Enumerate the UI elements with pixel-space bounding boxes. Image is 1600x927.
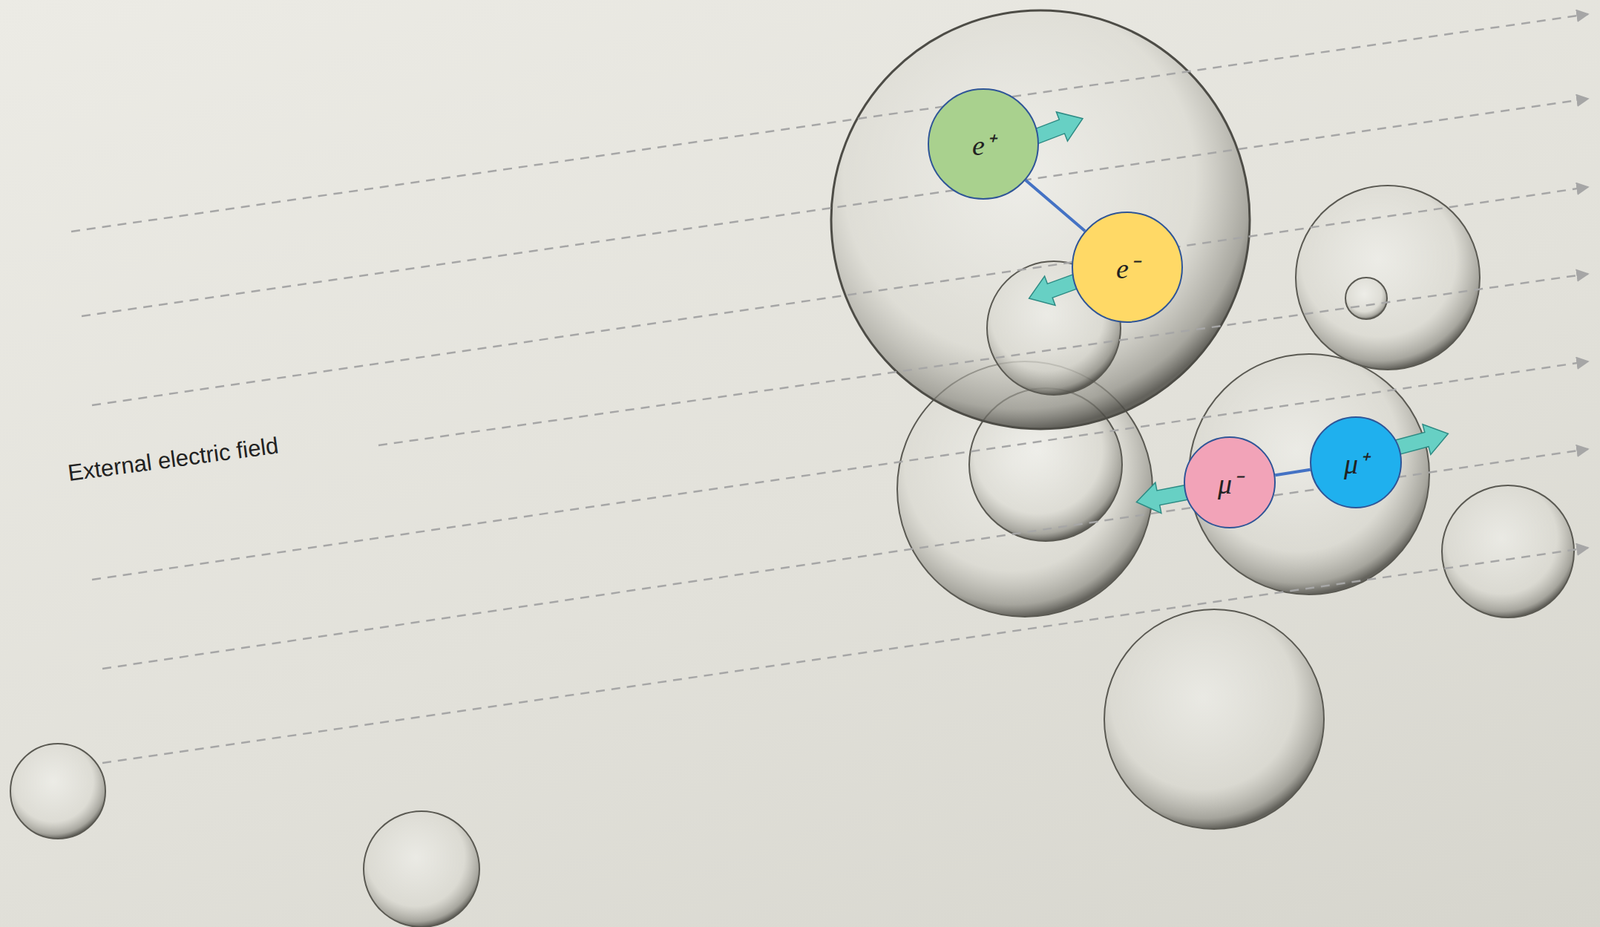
field-line [92,187,1589,406]
particle-symbol: e⁺ [972,124,995,164]
field-label: External electric field [66,431,280,487]
bubble [1104,609,1324,829]
positron-circle: e⁺ [927,88,1039,200]
electron-circle: e⁻ [1071,211,1183,323]
particle-symbol: μ⁻ [1217,463,1242,502]
bubble [1345,277,1388,320]
particle-symbol: μ⁺ [1343,443,1368,482]
field-line [378,273,1589,446]
field-line [71,14,1589,232]
bubble [1295,185,1480,370]
bond-line [1025,180,1085,231]
field-line [92,361,1589,580]
bubble [831,10,1250,429]
bubble [363,811,480,927]
particle-symbol: e⁻ [1116,247,1139,287]
bubble [10,743,106,839]
antimuon-circle: μ⁻ [1183,436,1276,529]
bond-line [1274,469,1311,476]
bubble [1441,485,1575,618]
field-line [102,547,1589,763]
field-line [81,98,1589,317]
field-lines [71,14,1589,763]
bubbles [10,10,1575,927]
muon-circle: μ⁺ [1309,416,1402,509]
